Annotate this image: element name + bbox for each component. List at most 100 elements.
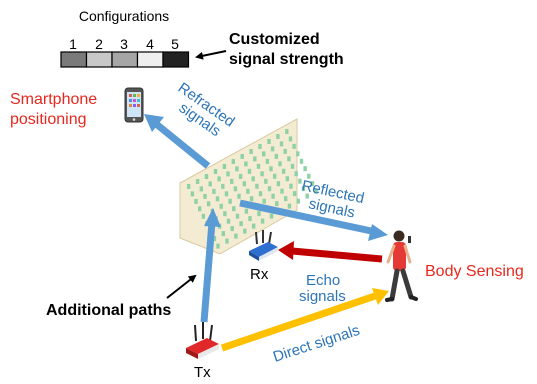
echo-arrow (278, 241, 383, 263)
surface-element (213, 169, 218, 174)
surface-element (255, 183, 259, 189)
surface-element (314, 188, 318, 194)
surface-element (275, 201, 279, 207)
surface-element (221, 183, 225, 189)
surface-element (194, 198, 198, 204)
surface-element (301, 186, 306, 192)
echo-label: Echo (306, 272, 340, 289)
surface-element (212, 236, 217, 242)
additional-paths-arrow (166, 274, 197, 299)
surface-element (281, 168, 286, 174)
router-icon (249, 230, 278, 261)
surface-element (310, 181, 315, 187)
surface-element (285, 176, 289, 182)
smartphone-label: Smartphone (10, 91, 97, 108)
config-cell-5 (162, 51, 190, 68)
surface-element (258, 191, 263, 197)
surface-cells (187, 129, 318, 249)
smartphone-icon (124, 87, 144, 123)
surface-element (285, 129, 289, 134)
surface-element (237, 193, 241, 199)
positioning-label: positioning (10, 111, 87, 128)
surface-element (199, 186, 203, 192)
surface-element (201, 213, 206, 219)
surface-element (303, 166, 307, 172)
surface-element (204, 174, 209, 179)
surface-element (305, 193, 309, 199)
surface-element (224, 191, 229, 197)
surface-element (307, 173, 311, 179)
surface-element (222, 164, 227, 169)
surface-element (276, 134, 280, 139)
signal-strength-label: signal strength (229, 51, 344, 68)
surface-element (242, 181, 246, 187)
surface-element (206, 201, 211, 207)
surface-element (287, 203, 292, 209)
config-level-3: 3 (120, 36, 128, 52)
surface-element (258, 144, 262, 149)
surface-element (240, 154, 244, 159)
surface-element (279, 141, 284, 147)
surface-element (256, 163, 261, 169)
surface-element (239, 221, 243, 227)
surface-element (264, 178, 268, 184)
config-cell-4 (136, 51, 164, 68)
customized-arrow (195, 50, 227, 60)
surface-element (265, 158, 270, 164)
surface-element (257, 211, 261, 217)
surface-element (232, 206, 236, 212)
surface-element (269, 213, 274, 219)
surface-element (187, 184, 191, 189)
surface-element (244, 208, 249, 214)
surface-element (217, 176, 221, 182)
surface-element (231, 159, 235, 164)
surface-element (289, 183, 293, 189)
surface-element (273, 173, 277, 179)
surface-element (228, 198, 232, 204)
surface-element (203, 193, 207, 199)
router-icon (186, 322, 219, 359)
surface-element (262, 198, 266, 204)
person-icon (385, 230, 418, 302)
config-level-2: 2 (95, 36, 103, 52)
rx-label: Rx (250, 266, 269, 283)
body-sensing-label: Body Sensing (425, 263, 524, 280)
surface-element (247, 168, 252, 174)
configurations-title: Configurations (79, 8, 169, 24)
echo-signals-label: signals (299, 288, 346, 305)
surface-element (216, 243, 220, 249)
surface-element (267, 139, 271, 144)
surface-element (296, 151, 300, 157)
config-cell-1 (60, 51, 88, 68)
surface-element (208, 181, 212, 187)
surface-element (292, 191, 297, 197)
direct-arrow (220, 288, 389, 352)
config-level-1: 1 (69, 36, 77, 52)
surface-element (198, 206, 202, 212)
surface-element (252, 223, 256, 229)
surface-element (195, 179, 200, 184)
surface-element (260, 218, 265, 224)
surface-element (292, 143, 296, 149)
config-cells (60, 51, 190, 68)
surface-element (280, 188, 284, 194)
tx-label: Tx (194, 364, 211, 381)
config-cell-3 (111, 51, 139, 68)
surface-element (274, 153, 278, 159)
surface-element (262, 151, 266, 157)
additional-paths-label: Additional paths (46, 302, 171, 319)
surface-element (230, 226, 234, 232)
surface-element (270, 146, 275, 152)
surface-element (234, 233, 238, 239)
additional-path-arrow (200, 208, 221, 323)
surface-element (298, 178, 302, 184)
surface-element (243, 228, 247, 234)
surface-element (249, 149, 253, 154)
surface-element (230, 178, 234, 184)
config-level-5: 5 (171, 36, 179, 52)
surface-element (190, 191, 195, 197)
surface-element (253, 156, 257, 162)
customized-label: Customized (229, 31, 320, 48)
